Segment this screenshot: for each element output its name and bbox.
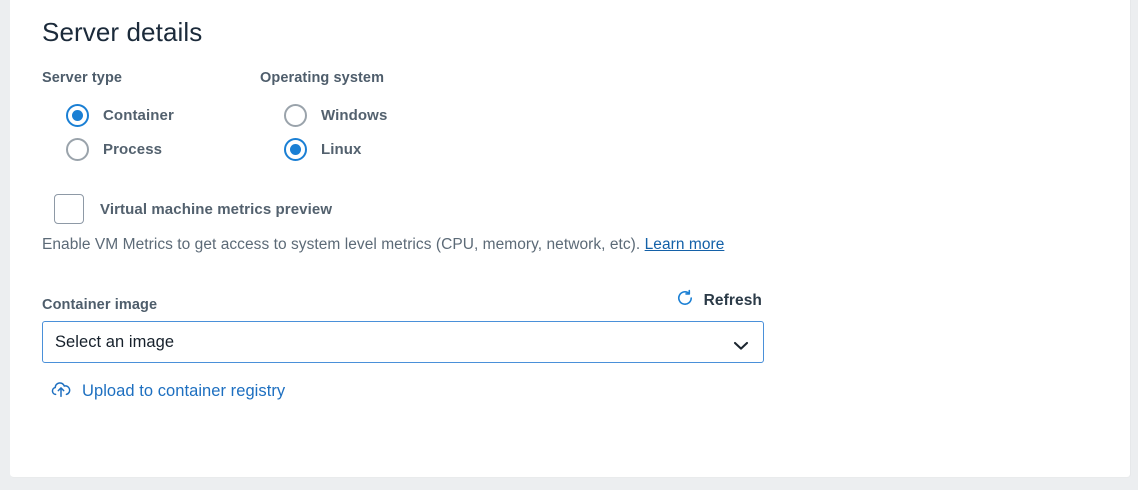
vm-metrics-description-text: Enable VM Metrics to get access to syste… [42,236,641,254]
upload-to-container-registry-link[interactable]: Upload to container registry [50,379,350,404]
server-type-group: Server type Container Process [42,70,260,166]
vm-metrics-checkbox-row[interactable]: Virtual machine metrics preview [42,194,1130,225]
radio-label-container: Container [103,106,174,124]
radio-option-process[interactable]: Process [42,132,260,166]
refresh-icon [675,288,695,313]
checkbox-icon-vm-metrics[interactable] [54,194,84,225]
container-image-select[interactable]: Select an image [42,321,764,364]
refresh-button[interactable]: Refresh [675,288,762,313]
panel-content: Server details Server type Container Pro… [42,0,1130,404]
radio-icon-process[interactable] [66,137,89,161]
chevron-down-icon [733,338,749,356]
radio-groups: Server type Container Process Operating … [42,70,1130,166]
radio-icon-container[interactable] [66,103,89,127]
radio-option-windows[interactable]: Windows [260,98,387,132]
radio-icon-linux[interactable] [284,137,307,161]
upload-label: Upload to container registry [82,382,286,401]
container-image-label: Container image [42,297,158,314]
radio-icon-windows[interactable] [284,103,307,127]
vm-metrics-checkbox-label: Virtual machine metrics preview [100,200,333,218]
operating-system-label: Operating system [260,70,385,87]
container-image-select-value: Select an image [55,332,175,351]
operating-system-group: Operating system Windows Linux [260,70,387,166]
cloud-upload-icon [50,379,72,404]
radio-label-process: Process [103,140,163,158]
page-title: Server details [42,17,203,47]
radio-option-container[interactable]: Container [42,98,260,132]
learn-more-link[interactable]: Learn more [644,236,725,254]
container-image-header: Container image Refresh [42,288,772,313]
radio-option-linux[interactable]: Linux [260,132,387,166]
vm-metrics-description: Enable VM Metrics to get access to syste… [42,236,1130,254]
radio-label-linux: Linux [321,140,362,158]
server-type-label: Server type [42,70,123,87]
radio-label-windows: Windows [321,106,388,124]
container-image-select-wrap: Select an image [42,321,764,364]
server-details-panel: Server details Server type Container Pro… [10,0,1131,478]
refresh-label: Refresh [703,291,762,309]
